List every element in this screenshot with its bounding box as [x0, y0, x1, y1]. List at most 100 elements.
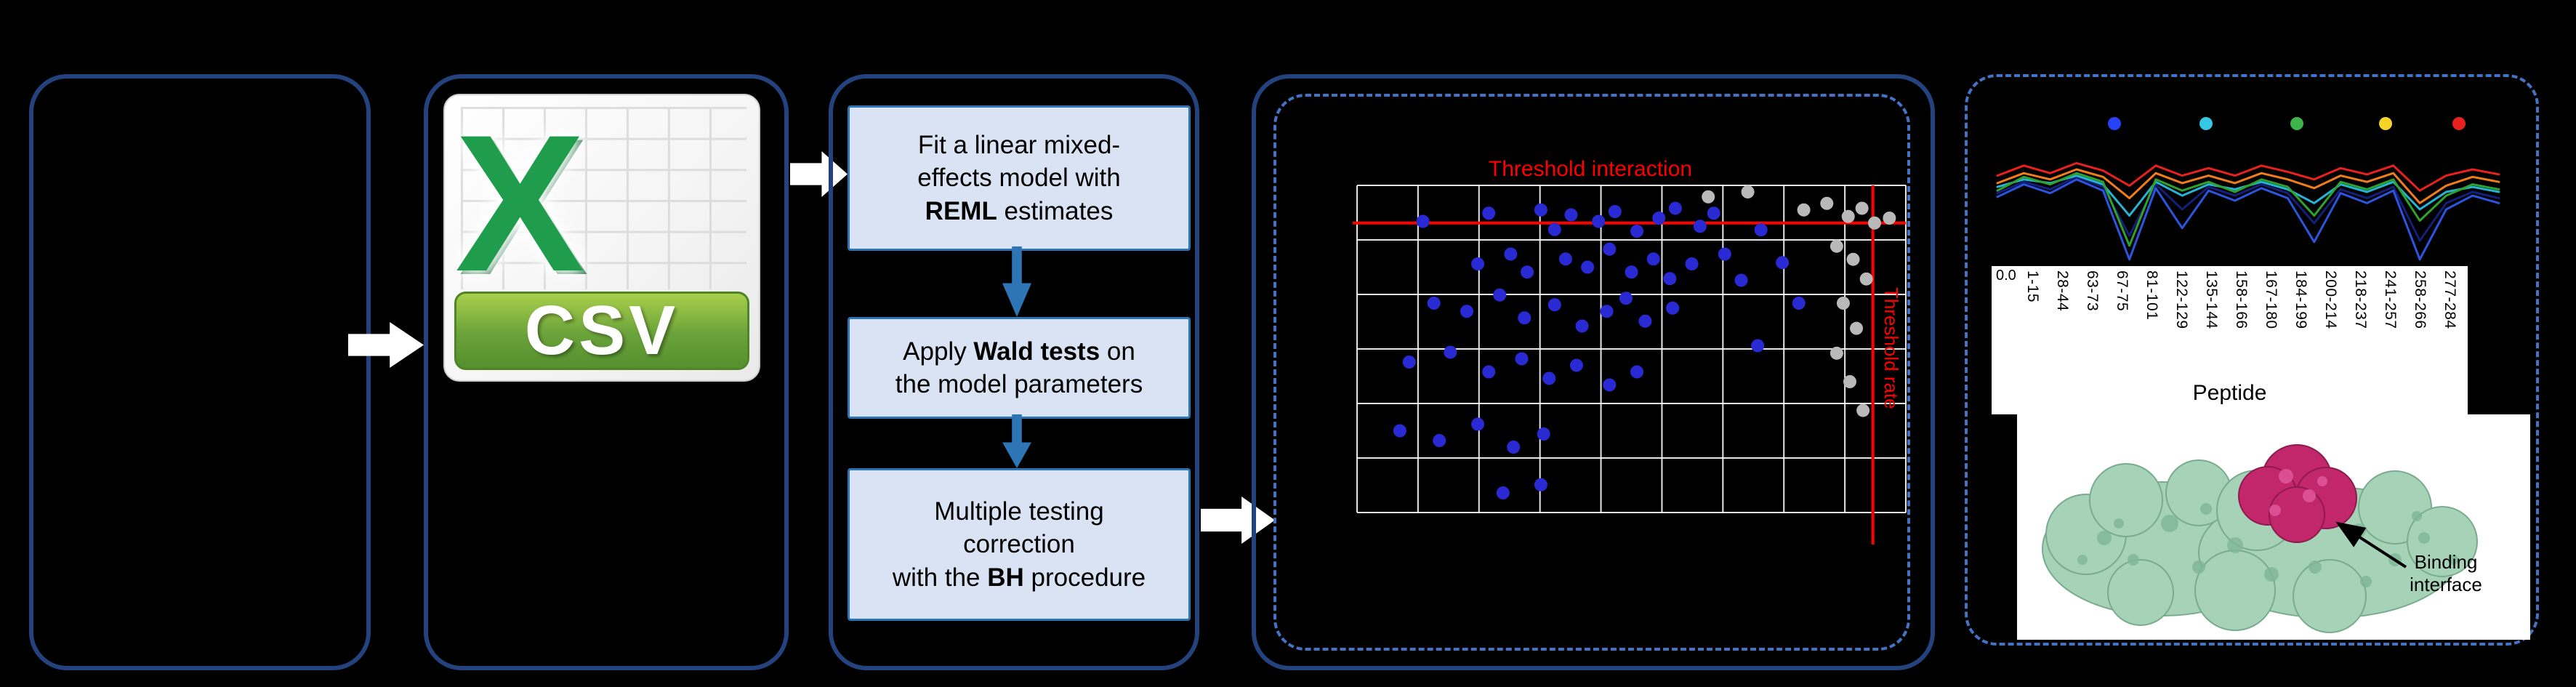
significant-point — [1630, 365, 1644, 379]
spreadsheet-grid — [460, 106, 746, 289]
step-box-wald-text: Apply Wald tests on the model parameters — [895, 335, 1143, 401]
significant-point — [1433, 434, 1446, 447]
significant-point — [1663, 272, 1677, 286]
spreadsheet-sheet: X CSV — [443, 94, 760, 382]
non-significant-point — [1850, 321, 1864, 335]
significant-point — [1630, 225, 1644, 238]
uptake-series-orange — [1996, 168, 2500, 204]
significant-point — [1685, 257, 1699, 270]
peptide-tick-label: 277-284 — [2442, 270, 2458, 329]
panel-peptide-results — [1965, 74, 2539, 646]
significant-point — [1482, 206, 1496, 220]
significant-point — [1547, 298, 1561, 312]
threshold-rate-label: Threshold rate — [1880, 287, 1902, 409]
significant-point — [1471, 257, 1485, 270]
non-significant-point — [1846, 252, 1860, 266]
panel-statistics — [829, 74, 1199, 670]
step-box-wald: Apply Wald tests on the model parameters — [848, 317, 1191, 419]
step-box-bh-text: Multiple testing correction with the BH … — [893, 495, 1146, 595]
non-significant-point — [1702, 190, 1715, 204]
non-significant-point — [1883, 212, 1896, 225]
significant-point — [1608, 205, 1622, 218]
legend-dot — [2452, 117, 2466, 130]
legend-dot — [2379, 117, 2392, 130]
significant-point — [1537, 427, 1550, 441]
non-significant-point — [1741, 185, 1755, 198]
significant-point — [1564, 208, 1578, 222]
step-text-bold: REML — [925, 196, 997, 225]
significant-point — [1547, 222, 1561, 236]
peptide-tick-label: 218-237 — [2352, 270, 2369, 329]
significant-point — [1751, 339, 1765, 353]
legend-dot — [2108, 117, 2121, 130]
step-text-bold: Wald tests — [973, 337, 1100, 366]
step-box-reml-text: Fit a linear mixed- effects model with R… — [917, 129, 1121, 228]
step-text: Multiple testing correction with the — [892, 497, 1104, 592]
protein-structure-image — [2042, 444, 2478, 633]
non-significant-point — [1820, 196, 1834, 210]
significant-point — [1558, 252, 1572, 266]
step-text: on the model parameters — [895, 337, 1143, 399]
step-text: procedure — [1023, 563, 1146, 592]
significant-point — [1693, 220, 1707, 233]
significant-point — [1402, 355, 1416, 369]
non-significant-point — [1856, 403, 1870, 417]
panel-volcano-outer — [1252, 74, 1935, 670]
peptide-tick-label: 241-257 — [2382, 270, 2399, 329]
binding-interface-arrow — [2335, 521, 2407, 569]
protein-structure-panel: Binding interface — [2017, 414, 2530, 640]
significant-point — [1416, 214, 1430, 228]
significant-point — [1707, 206, 1720, 220]
peptide-tick-label: 81-101 — [2144, 270, 2160, 321]
significant-point — [1515, 352, 1529, 366]
significant-point — [1638, 314, 1652, 328]
significant-point — [1471, 417, 1485, 431]
non-significant-point — [1843, 375, 1856, 388]
threshold-interaction-label: Threshold interaction — [1488, 157, 1693, 181]
step-box-reml: Fit a linear mixed- effects model with R… — [848, 105, 1191, 251]
significant-point — [1792, 297, 1806, 310]
significant-point — [1592, 214, 1606, 228]
significant-point — [1444, 345, 1457, 359]
step-box-bh: Multiple testing correction with the BH … — [848, 468, 1191, 621]
non-significant-point — [1841, 209, 1855, 223]
significant-point — [1504, 247, 1518, 261]
y-axis-tick: 0.0 — [1996, 268, 2016, 284]
binding-interface-label: Binding interface — [2410, 551, 2482, 595]
significant-point — [1521, 265, 1534, 279]
significant-point — [1496, 486, 1510, 499]
panel-volcano-inner — [1273, 94, 1910, 651]
legend-dot — [2199, 117, 2213, 130]
uptake-series-navy — [1996, 175, 2500, 242]
uptake-series-red — [1996, 161, 2500, 192]
peptide-tick-label: 63-73 — [2084, 270, 2101, 312]
uptake-series-green — [1996, 172, 2500, 247]
significant-point — [1754, 223, 1768, 237]
significant-point — [1482, 365, 1496, 379]
step-text: estimates — [997, 196, 1114, 225]
significant-point — [1666, 301, 1680, 315]
peptide-tick-label: 28-44 — [2054, 270, 2071, 312]
significant-point — [1603, 378, 1617, 392]
significant-point — [1718, 247, 1731, 261]
significant-point — [1600, 305, 1614, 318]
peptide-tick-label: 135-144 — [2203, 270, 2220, 329]
significant-point — [1534, 478, 1547, 491]
significant-point — [1619, 292, 1633, 305]
non-significant-point — [1797, 203, 1811, 217]
peptide-axis-title: Peptide — [2192, 381, 2267, 405]
binding-interface-highlights — [2269, 469, 2327, 516]
significant-point — [1427, 297, 1441, 310]
peptide-tick-label: 158-166 — [2233, 270, 2250, 329]
significant-point — [1776, 256, 1790, 270]
significant-point — [1393, 424, 1406, 438]
uptake-line-chart — [1996, 161, 2500, 261]
non-significant-point — [1830, 239, 1843, 253]
significant-point — [1575, 319, 1589, 333]
volcano-scatter-plot — [1353, 185, 1907, 545]
non-significant-point — [1859, 272, 1873, 286]
significant-point — [1534, 203, 1547, 217]
peptide-tick-label: 167-180 — [2263, 270, 2279, 329]
step-text: Apply — [903, 337, 974, 366]
